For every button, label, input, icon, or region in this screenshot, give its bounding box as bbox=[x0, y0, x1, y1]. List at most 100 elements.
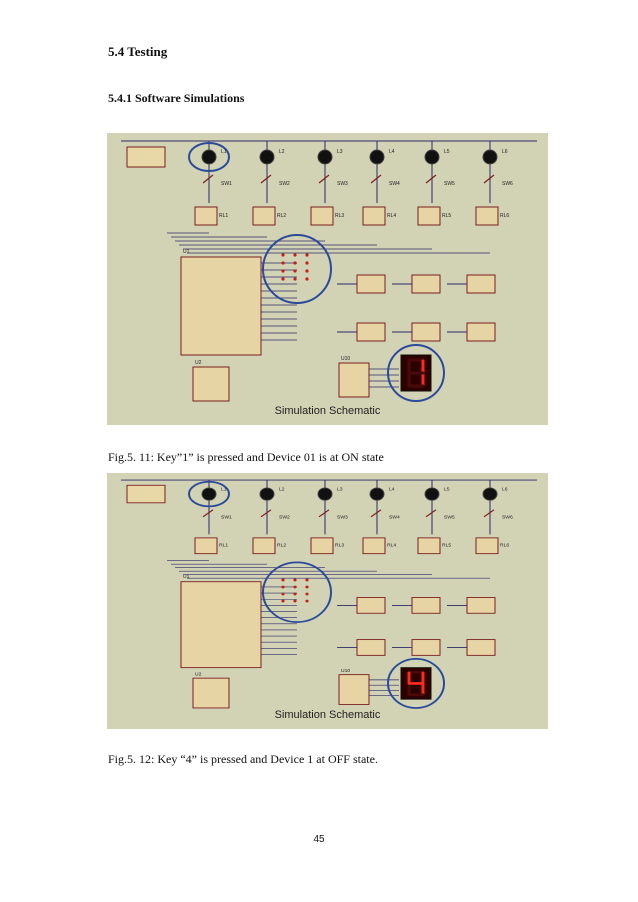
relay-label: RL3 bbox=[335, 213, 344, 219]
figure-1-caption: Fig.5. 11: Key”1” is pressed and Device … bbox=[108, 450, 384, 464]
chip-label: U2 bbox=[195, 360, 202, 366]
relay-label: RL5 bbox=[442, 543, 452, 548]
keypad-key bbox=[305, 592, 309, 596]
keypad-key bbox=[281, 585, 285, 589]
lamp-label: L3 bbox=[337, 487, 343, 492]
switch-icon bbox=[318, 174, 330, 184]
lamp-icon bbox=[369, 487, 385, 501]
switch-label: SW1 bbox=[221, 181, 232, 187]
keypad-key bbox=[293, 269, 297, 273]
switch-icon bbox=[425, 174, 437, 184]
lamp-label: L5 bbox=[444, 487, 450, 492]
lamp-label: L2 bbox=[279, 487, 285, 492]
chip-label: U2 bbox=[195, 672, 202, 677]
switch-label: SW4 bbox=[389, 181, 400, 187]
keypad-key bbox=[293, 578, 297, 582]
optocoupler-chip bbox=[466, 274, 496, 294]
relay-icon bbox=[310, 537, 334, 555]
schematic-drawing: L1SW1RL1L2SW2RL2L3SW3RL3L4SW4RL4L5SW5RL5… bbox=[121, 479, 537, 709]
chip-label: U1 bbox=[183, 574, 190, 579]
lamp-icon bbox=[317, 149, 333, 165]
switch-label: SW6 bbox=[502, 515, 513, 520]
relay-icon bbox=[252, 537, 276, 555]
optocoupler-chip bbox=[411, 274, 441, 294]
keypad-key bbox=[293, 599, 297, 603]
regulator-chip bbox=[126, 484, 166, 504]
keypad-key bbox=[281, 277, 285, 281]
keypad-key bbox=[293, 261, 297, 265]
lamp-icon bbox=[317, 487, 333, 501]
microcontroller-chip bbox=[180, 256, 262, 356]
switch-icon bbox=[370, 509, 382, 518]
switch-label: SW3 bbox=[337, 515, 348, 520]
display-highlight bbox=[387, 657, 445, 709]
relay-label: RL5 bbox=[442, 213, 451, 219]
keypad-key bbox=[305, 578, 309, 582]
keypad-key bbox=[293, 277, 297, 281]
lamp-icon bbox=[201, 149, 217, 165]
relay-icon bbox=[194, 537, 218, 555]
switch-label: SW3 bbox=[337, 181, 348, 187]
relay-icon bbox=[475, 206, 499, 226]
lamp-label: L2 bbox=[279, 149, 285, 155]
relay-label: RL4 bbox=[387, 543, 397, 548]
optocoupler-chip bbox=[356, 597, 386, 614]
switch-icon bbox=[202, 509, 214, 518]
keypad-key bbox=[305, 253, 309, 257]
relay-icon bbox=[417, 537, 441, 555]
optocoupler-chip bbox=[411, 322, 441, 342]
section-heading: 5.4 Testing bbox=[108, 44, 168, 59]
switch-icon bbox=[260, 509, 272, 518]
lamp-label: L1 bbox=[221, 487, 227, 492]
optocoupler-chip bbox=[466, 322, 496, 342]
decoder-chip bbox=[338, 674, 370, 705]
relay-icon bbox=[362, 537, 386, 555]
keypad-highlight bbox=[262, 561, 332, 623]
decoder-chip bbox=[338, 362, 370, 398]
schematic-group: L1SW1RL1L2SW2RL2L3SW3RL3L4SW4RL4L5SW5RL5… bbox=[121, 479, 537, 709]
lamp-label: L3 bbox=[337, 149, 343, 155]
relay-label: RL6 bbox=[500, 543, 510, 548]
lamp-icon bbox=[201, 487, 217, 501]
optocoupler-chip bbox=[411, 639, 441, 656]
switch-label: SW2 bbox=[279, 181, 290, 187]
switch-icon bbox=[370, 174, 382, 184]
lamp-label: L4 bbox=[389, 149, 395, 155]
lamp-icon bbox=[424, 149, 440, 165]
chip-label: U1 bbox=[183, 249, 190, 255]
subsection-heading: 5.4.1 Software Simulations bbox=[108, 91, 245, 105]
switch-icon bbox=[483, 509, 495, 518]
display-highlight bbox=[387, 344, 445, 402]
figure-2-caption: Fig.5. 12: Key “4” is pressed and Device… bbox=[108, 752, 378, 766]
relay-label: RL1 bbox=[219, 543, 229, 548]
switch-icon bbox=[260, 174, 272, 184]
lamp-label: L1 bbox=[221, 149, 227, 155]
relay-label: RL2 bbox=[277, 543, 287, 548]
lamp-icon bbox=[482, 149, 498, 165]
schematic-title: Simulation Schematic bbox=[274, 709, 381, 721]
lamp-icon bbox=[424, 487, 440, 501]
relay-label: RL4 bbox=[387, 213, 396, 219]
switch-icon bbox=[318, 509, 330, 518]
switch-label: SW6 bbox=[502, 181, 513, 187]
regulator-chip bbox=[126, 146, 166, 168]
relay-icon bbox=[252, 206, 276, 226]
keypad-key bbox=[305, 269, 309, 273]
lamp-icon bbox=[259, 149, 275, 165]
relay-label: RL6 bbox=[500, 213, 509, 219]
relay-icon bbox=[417, 206, 441, 226]
switch-label: SW2 bbox=[279, 515, 290, 520]
keypad-key bbox=[281, 261, 285, 265]
optocoupler-chip bbox=[356, 322, 386, 342]
optocoupler-chip bbox=[356, 639, 386, 656]
chip-label: U10 bbox=[341, 668, 351, 673]
schematic-title: Simulation Schematic bbox=[274, 405, 381, 417]
relay-label: RL2 bbox=[277, 213, 286, 219]
lamp-label: L6 bbox=[502, 487, 508, 492]
schematic-group: L1SW1RL1L2SW2RL2L3SW3RL3L4SW4RL4L5SW5RL5… bbox=[121, 140, 537, 402]
lamp-highlight bbox=[188, 480, 230, 508]
lamp-label: L4 bbox=[389, 487, 395, 492]
keypad-highlight bbox=[262, 234, 332, 304]
